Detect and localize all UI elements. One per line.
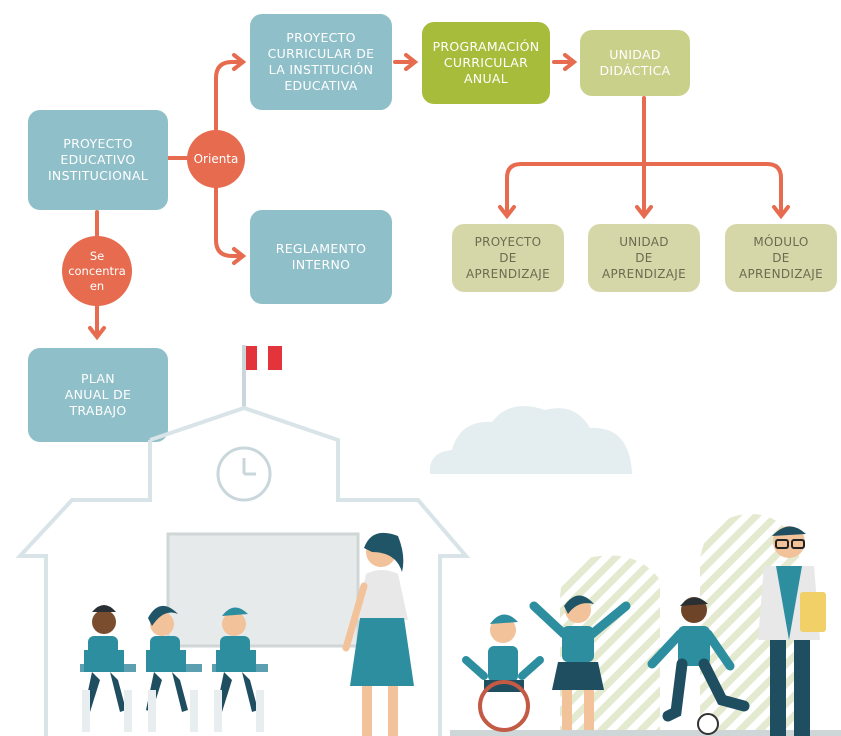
arrowhead-ud bbox=[563, 53, 578, 71]
node-programacion-curricular-anual: PROGRAMACIÓN CURRICULAR ANUAL bbox=[422, 22, 550, 104]
connector-se-concentra-en: Se concentra en bbox=[62, 236, 132, 306]
arrowhead-ua bbox=[635, 205, 653, 220]
node-proyecto-de-aprendizaje: PROYECTO DE APRENDIZAJE bbox=[452, 224, 564, 292]
arrow-to-pcie bbox=[214, 60, 242, 132]
male-teacher-figure bbox=[758, 526, 826, 736]
folder-icon bbox=[800, 592, 826, 632]
teacher-figure bbox=[342, 532, 414, 736]
arrowhead-pat bbox=[88, 326, 106, 341]
arrowhead-ma bbox=[772, 205, 790, 220]
peru-flag-icon bbox=[242, 345, 282, 410]
node-plan-anual-de-trabajo: PLAN ANUAL DE TRABAJO bbox=[28, 348, 168, 442]
node-unidad-didactica: UNIDAD DIDÁCTICA bbox=[580, 30, 690, 96]
cheering-student bbox=[529, 595, 631, 730]
node-reglamento-interno: REGLAMENTO INTERNO bbox=[250, 210, 392, 304]
kicking-student bbox=[647, 597, 750, 735]
node-proyecto-educativo-institucional: PROYECTO EDUCATIVO INSTITUCIONAL bbox=[28, 110, 168, 210]
soccer-ball-icon bbox=[697, 713, 719, 735]
clock-icon bbox=[216, 446, 272, 502]
node-unidad-de-aprendizaje: UNIDAD DE APRENDIZAJE bbox=[588, 224, 700, 292]
node-proyecto-curricular: PROYECTO CURRICULAR DE LA INSTITUCIÓN ED… bbox=[250, 14, 392, 110]
arrowhead-pa bbox=[498, 205, 516, 220]
arrowhead-ri bbox=[232, 247, 247, 265]
node-modulo-de-aprendizaje: MÓDULO DE APRENDIZAJE bbox=[725, 224, 837, 292]
arrow-to-ri bbox=[214, 184, 242, 258]
arrow-ud-branches bbox=[505, 162, 783, 214]
cloud-icon bbox=[429, 406, 632, 474]
wheelchair-student bbox=[462, 614, 544, 732]
connector-orienta: Orienta bbox=[187, 130, 245, 188]
blackboard bbox=[166, 532, 360, 648]
seated-students bbox=[80, 605, 268, 732]
arrowhead-pcie bbox=[232, 53, 247, 71]
arrowhead-pca bbox=[404, 53, 419, 71]
